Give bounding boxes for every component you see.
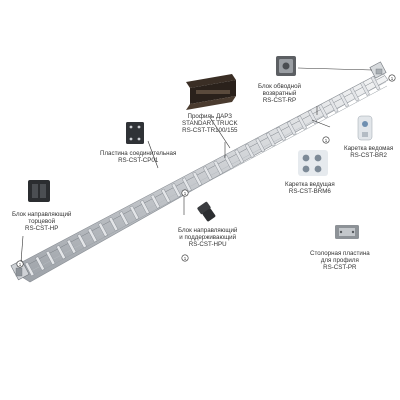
runner <box>77 233 87 249</box>
runner <box>119 211 129 226</box>
runner <box>87 228 98 243</box>
runner <box>108 216 119 232</box>
guide-support-block-icon <box>197 201 216 222</box>
label-line: RS-CST-BRM6 <box>288 188 331 195</box>
runner <box>255 137 266 153</box>
label-line: Блок направляющий <box>178 227 238 234</box>
runner <box>56 245 66 260</box>
drive-carriage-icon <box>298 150 328 176</box>
runner <box>339 92 349 108</box>
driven-carriage-icon <box>357 115 373 141</box>
end-guide-block <box>10 259 30 281</box>
profile-plate-icon <box>335 225 359 239</box>
runner <box>160 188 171 203</box>
label-line: возвратный <box>262 90 297 97</box>
runner <box>98 222 108 237</box>
callout-rp: 1 <box>388 74 396 82</box>
svg-text:1: 1 <box>184 256 187 261</box>
end-guide-block-icon <box>28 180 50 202</box>
label-line: STANDART TRUCK <box>182 120 238 127</box>
label-line: RS-CST-HPU <box>188 241 227 248</box>
leader-line-br2b <box>311 119 331 128</box>
label-connecting-plate: Пластина соединительная RS-CST-CP01 <box>100 150 176 164</box>
label-line: Каретка ведомая <box>344 145 394 152</box>
label-line: и поддерживающий <box>179 234 237 241</box>
runner <box>129 205 140 220</box>
callout-br2: 1 <box>322 136 330 144</box>
runner <box>297 115 308 130</box>
runner <box>349 87 360 102</box>
runner <box>171 183 182 198</box>
runner <box>360 81 370 96</box>
leader-line-tr <box>208 115 231 149</box>
callout-pr: 1 <box>181 254 189 262</box>
label-truck-profile: Профиль ДАРЗ STANDART TRUCK RS-CST-TR100… <box>182 113 238 134</box>
label-driven-carriage: Каретка ведомая RS-CST-BR2 <box>344 145 393 159</box>
return-pulley-end <box>369 61 387 79</box>
runner <box>139 199 150 215</box>
runner <box>328 98 339 113</box>
label-line: RS-CST-PR <box>323 264 357 271</box>
label-line: RS-CST-RP <box>262 97 297 104</box>
callout-hpu: 1 <box>181 189 189 197</box>
svg-text:1: 1 <box>19 262 22 267</box>
label-line: RS-CST-TR100/155 <box>182 127 238 134</box>
label-line: Пластина соединительная <box>100 150 177 157</box>
leader-line-rp <box>297 67 373 71</box>
runner <box>244 143 255 158</box>
label-line: для профиля <box>320 257 359 264</box>
label-line: Каретка ведущая <box>285 181 335 188</box>
runner <box>265 132 276 147</box>
label-line: RS-CST-BR2 <box>350 152 387 159</box>
label-line: RS-CST-HP <box>25 225 59 232</box>
return-pulley-block-icon <box>276 56 296 76</box>
callout-markers: 1 1 1 1 1 <box>16 74 396 268</box>
runner-carriers <box>24 75 381 277</box>
label-guide-support-block: Блок направляющий и поддерживающий RS-CS… <box>178 227 237 248</box>
runner <box>370 75 381 91</box>
svg-text:1: 1 <box>325 138 328 143</box>
label-line: Профиль ДАРЗ <box>187 113 233 120</box>
runner <box>35 256 45 271</box>
label-profile-plate: Столорная пластина для профиля RS-CST-PR <box>310 250 370 271</box>
runner <box>286 121 297 136</box>
runner <box>223 154 234 170</box>
runner <box>150 194 161 209</box>
runner <box>234 149 245 164</box>
runner <box>202 166 213 181</box>
callout-hp: 1 <box>16 260 24 268</box>
label-drive-carriage: Каретка ведущая RS-CST-BRM6 <box>285 181 335 195</box>
connecting-plate-icon <box>126 122 144 144</box>
runner <box>66 239 77 254</box>
label-line: Столорная пластина <box>310 250 370 257</box>
label-end-guide-block: Блок направляющий торцевой RS-CST-HP <box>12 211 71 232</box>
label-return-pulley-block: Блок обводной возвратный RS-CST-RP <box>258 83 301 104</box>
svg-text:1: 1 <box>184 191 187 196</box>
leader-line-hp <box>20 235 24 263</box>
truck-profile-icon <box>186 74 236 110</box>
label-line: Блок обводной <box>258 83 301 90</box>
label-line: торцевой <box>28 218 56 225</box>
runner <box>181 177 192 192</box>
leader-lines <box>20 67 373 263</box>
runner <box>276 126 287 141</box>
svg-text:1: 1 <box>391 76 394 81</box>
runner <box>318 104 328 119</box>
runner <box>213 160 224 175</box>
leader-line-cp <box>147 140 159 169</box>
label-line: RS-CST-CP01 <box>118 157 159 164</box>
label-line: Блок направляющий <box>12 211 72 218</box>
runner <box>192 171 203 187</box>
runner <box>24 261 35 277</box>
runner <box>307 109 318 125</box>
runner <box>45 250 56 265</box>
